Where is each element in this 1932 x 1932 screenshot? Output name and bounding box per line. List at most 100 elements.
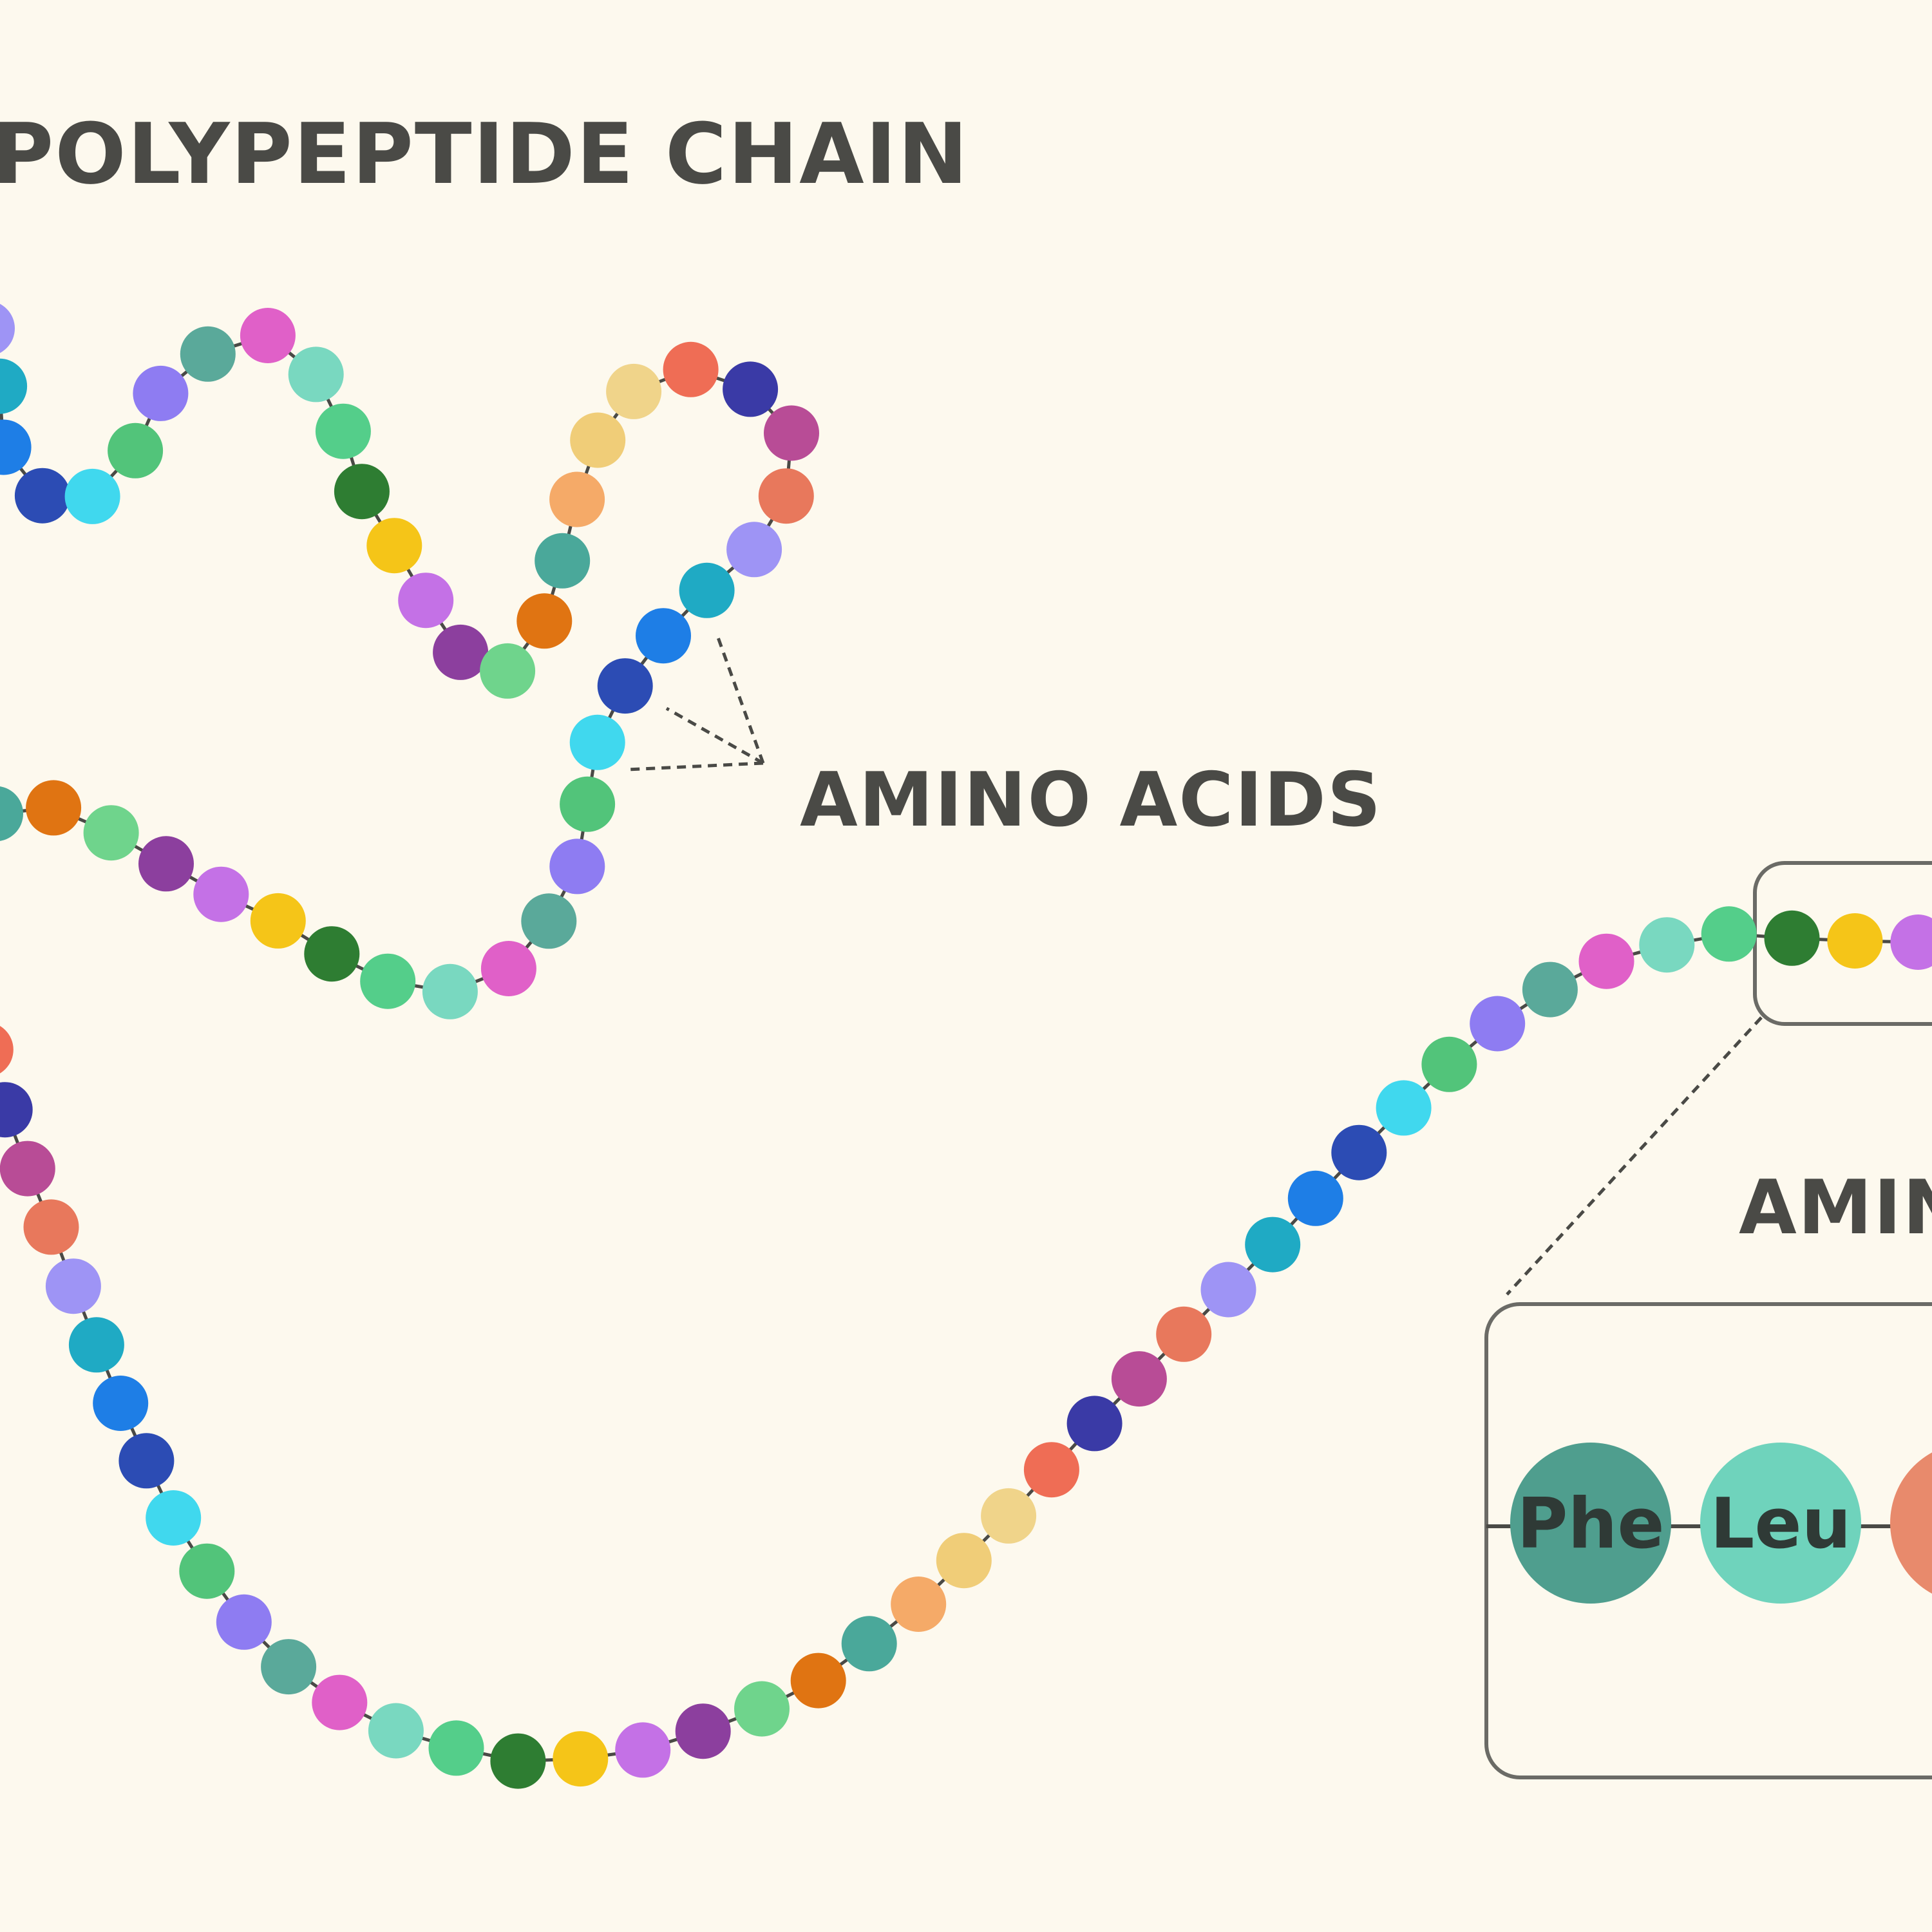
amino-acid-bead — [68, 1317, 124, 1373]
amino-acid-bead — [23, 1199, 79, 1255]
pointer-line — [665, 706, 764, 765]
chain-beads — [0, 303, 1932, 1789]
amino-acid-bead — [1023, 1442, 1079, 1498]
amino-acid-bead — [0, 1082, 33, 1138]
amino-acid-bead — [726, 522, 782, 578]
amino-acid-bead — [723, 361, 779, 417]
amino-acid-bead — [0, 303, 15, 354]
amino-acid-bead — [570, 412, 626, 468]
amino-acid-bead — [138, 836, 194, 892]
amino-acid-bead — [1066, 1396, 1122, 1452]
amino-acid-bead — [549, 838, 605, 895]
amino-acid-bead — [366, 518, 422, 574]
residue-label: Leu — [1710, 1484, 1852, 1564]
amino-acid-bead — [569, 714, 625, 770]
amino-acid-bead — [758, 468, 814, 524]
amino-acid-bead — [0, 786, 23, 841]
amino-acid-bead — [118, 1433, 175, 1489]
amino-acid-bead — [535, 533, 591, 589]
residue-circle — [1700, 1443, 1861, 1604]
amino-acid-bead — [1421, 1036, 1477, 1092]
amino-acid-bead — [422, 963, 478, 1019]
amino-acid-bead — [1701, 906, 1757, 962]
amino-acid-bead — [133, 365, 189, 421]
amino-acid-bead — [0, 419, 32, 475]
zoom-panel-frame — [1484, 1302, 1932, 1779]
amino-acid-bead — [433, 624, 489, 680]
amino-acid-bead — [261, 1639, 317, 1695]
amino-acid-bead — [398, 573, 454, 629]
zoom-residues: PheLeuS — [1510, 1443, 1932, 1604]
amino-acid-bead — [288, 346, 344, 402]
amino-acid-bead — [45, 1258, 101, 1314]
amino-acid-bead — [560, 776, 616, 832]
amino-acid-bead — [315, 403, 371, 459]
amino-acid-bead — [360, 953, 416, 1009]
amino-acid-bead — [480, 941, 536, 996]
amino-acid-bead — [1376, 1080, 1432, 1136]
amino-acid-bead — [180, 326, 236, 382]
amino-acid-bead — [521, 893, 577, 949]
amino-acid-bead — [304, 926, 360, 982]
amino-acid-bead — [679, 562, 735, 618]
amino-acid-bead — [516, 593, 573, 649]
amino-acid-bead — [606, 363, 662, 419]
amino-acid-bead — [334, 464, 390, 520]
amino-acid-bead — [83, 805, 139, 861]
zoom-panel-title: AMINO — [1739, 1164, 1932, 1251]
amino-acid-bead — [891, 1577, 947, 1632]
amino-acid-bead — [1639, 917, 1695, 973]
amino-acid-bead — [615, 1722, 671, 1778]
amino-acid-bead — [636, 608, 691, 664]
amino-acid-bead — [549, 471, 605, 527]
amino-acid-bead — [216, 1594, 272, 1650]
residue-circle — [1890, 1452, 1932, 1594]
amino-acid-bead — [1522, 961, 1578, 1018]
amino-acid-bead — [250, 893, 306, 949]
amino-acid-bead — [490, 1733, 546, 1789]
amino-acids-label: AMINO ACIDS — [800, 757, 1382, 844]
amino-acid-bead — [193, 866, 249, 922]
amino-acid-bead — [597, 658, 653, 714]
amino-acid-bead — [0, 1141, 55, 1197]
amino-acid-bead — [1890, 914, 1932, 970]
amino-acid-bead — [663, 341, 719, 397]
amino-acid-bead — [675, 1703, 731, 1759]
amino-acid-bead — [146, 1490, 202, 1546]
residue-label: Phe — [1517, 1484, 1664, 1564]
amino-acid-bead — [312, 1674, 368, 1730]
amino-acid-bead — [1470, 996, 1526, 1052]
amino-acid-bead — [553, 1731, 609, 1787]
residue-circle — [1510, 1443, 1671, 1604]
pointer-line — [716, 637, 765, 764]
amino-acid-bead — [1764, 910, 1820, 966]
amino-acid-bead — [240, 308, 296, 363]
pointer-line — [627, 761, 764, 772]
amino-acid-bead — [790, 1653, 846, 1709]
amino-acid-bead — [1331, 1124, 1387, 1180]
amino-acid-bead — [108, 422, 164, 478]
amino-acid-bead — [14, 468, 70, 524]
amino-acid-bead — [764, 405, 819, 461]
amino-acid-bead — [1578, 933, 1634, 989]
amino-acid-bead — [0, 358, 28, 414]
amino-acid-bead — [0, 1026, 14, 1074]
diagram-title: POLYPEPTIDE CHAIN — [0, 105, 969, 203]
amino-acid-bead — [179, 1543, 235, 1599]
amino-acid-bead — [26, 780, 82, 836]
amino-acids-pointer-lines — [627, 637, 765, 772]
amino-acid-bead — [428, 1720, 484, 1776]
amino-acid-bead — [368, 1703, 424, 1759]
amino-acid-bead — [1156, 1306, 1212, 1362]
zoom-connector-line — [1506, 1016, 1763, 1296]
amino-acid-bead — [936, 1533, 992, 1589]
amino-acid-bead — [480, 643, 536, 699]
amino-acid-bead — [1200, 1262, 1256, 1318]
amino-acid-bead — [841, 1616, 897, 1672]
amino-acid-bead — [1111, 1351, 1167, 1407]
amino-acid-bead — [64, 468, 120, 524]
amino-acid-bead — [1827, 913, 1883, 969]
amino-acid-bead — [981, 1488, 1037, 1544]
amino-acid-bead — [734, 1681, 790, 1737]
